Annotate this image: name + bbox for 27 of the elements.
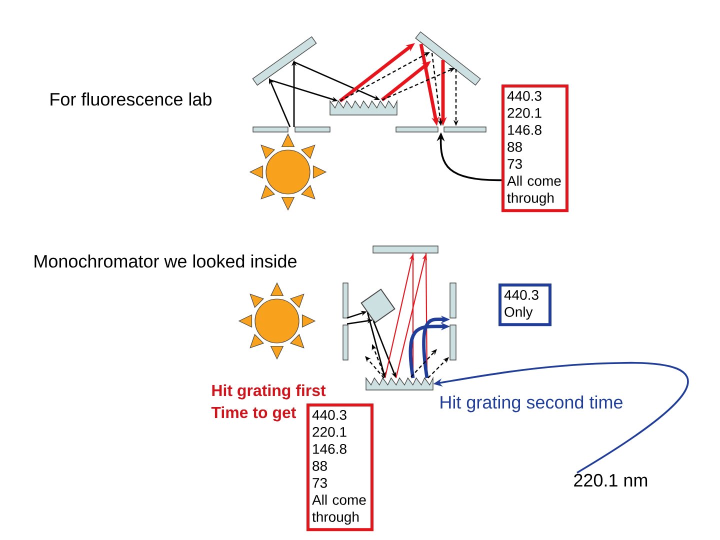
tilted-mirror bbox=[360, 288, 396, 324]
light-ray bbox=[428, 357, 449, 378]
wavelength-label: 220.1 nm bbox=[574, 474, 648, 487]
node-label: All come through bbox=[312, 494, 366, 525]
annotation-text: Hit grating second time bbox=[440, 395, 622, 412]
mirror bbox=[252, 36, 317, 86]
diffraction-grating bbox=[330, 99, 398, 116]
section-title: Monochromator we looked inside bbox=[34, 254, 296, 268]
node-label: 440.3 bbox=[312, 410, 346, 420]
section-title: For fluorescence lab bbox=[50, 92, 212, 106]
node-label: 146.8 bbox=[313, 444, 346, 454]
callout-box: 440.3 Only bbox=[498, 284, 552, 326]
exit-slit bbox=[396, 126, 486, 132]
node-label: 88 bbox=[312, 460, 327, 471]
callout-box: 440.3 220.1 146.8 88 73 All come through bbox=[306, 404, 374, 532]
entrance-slit bbox=[342, 282, 348, 360]
node-label: 220.1 bbox=[312, 426, 346, 437]
diffraction-grating bbox=[366, 376, 434, 390]
light-ray bbox=[410, 349, 437, 378]
entrance-slit bbox=[252, 126, 330, 132]
caption-text: Time to get bbox=[211, 406, 296, 422]
mirror bbox=[372, 246, 438, 254]
caption-text: Hit grating first bbox=[212, 384, 326, 400]
callout-box: 440.3 220.1 146.8 88 73 All come through bbox=[502, 84, 568, 212]
light-ray bbox=[365, 356, 384, 378]
node-label: 73 bbox=[312, 478, 327, 488]
exit-slit bbox=[450, 282, 456, 360]
